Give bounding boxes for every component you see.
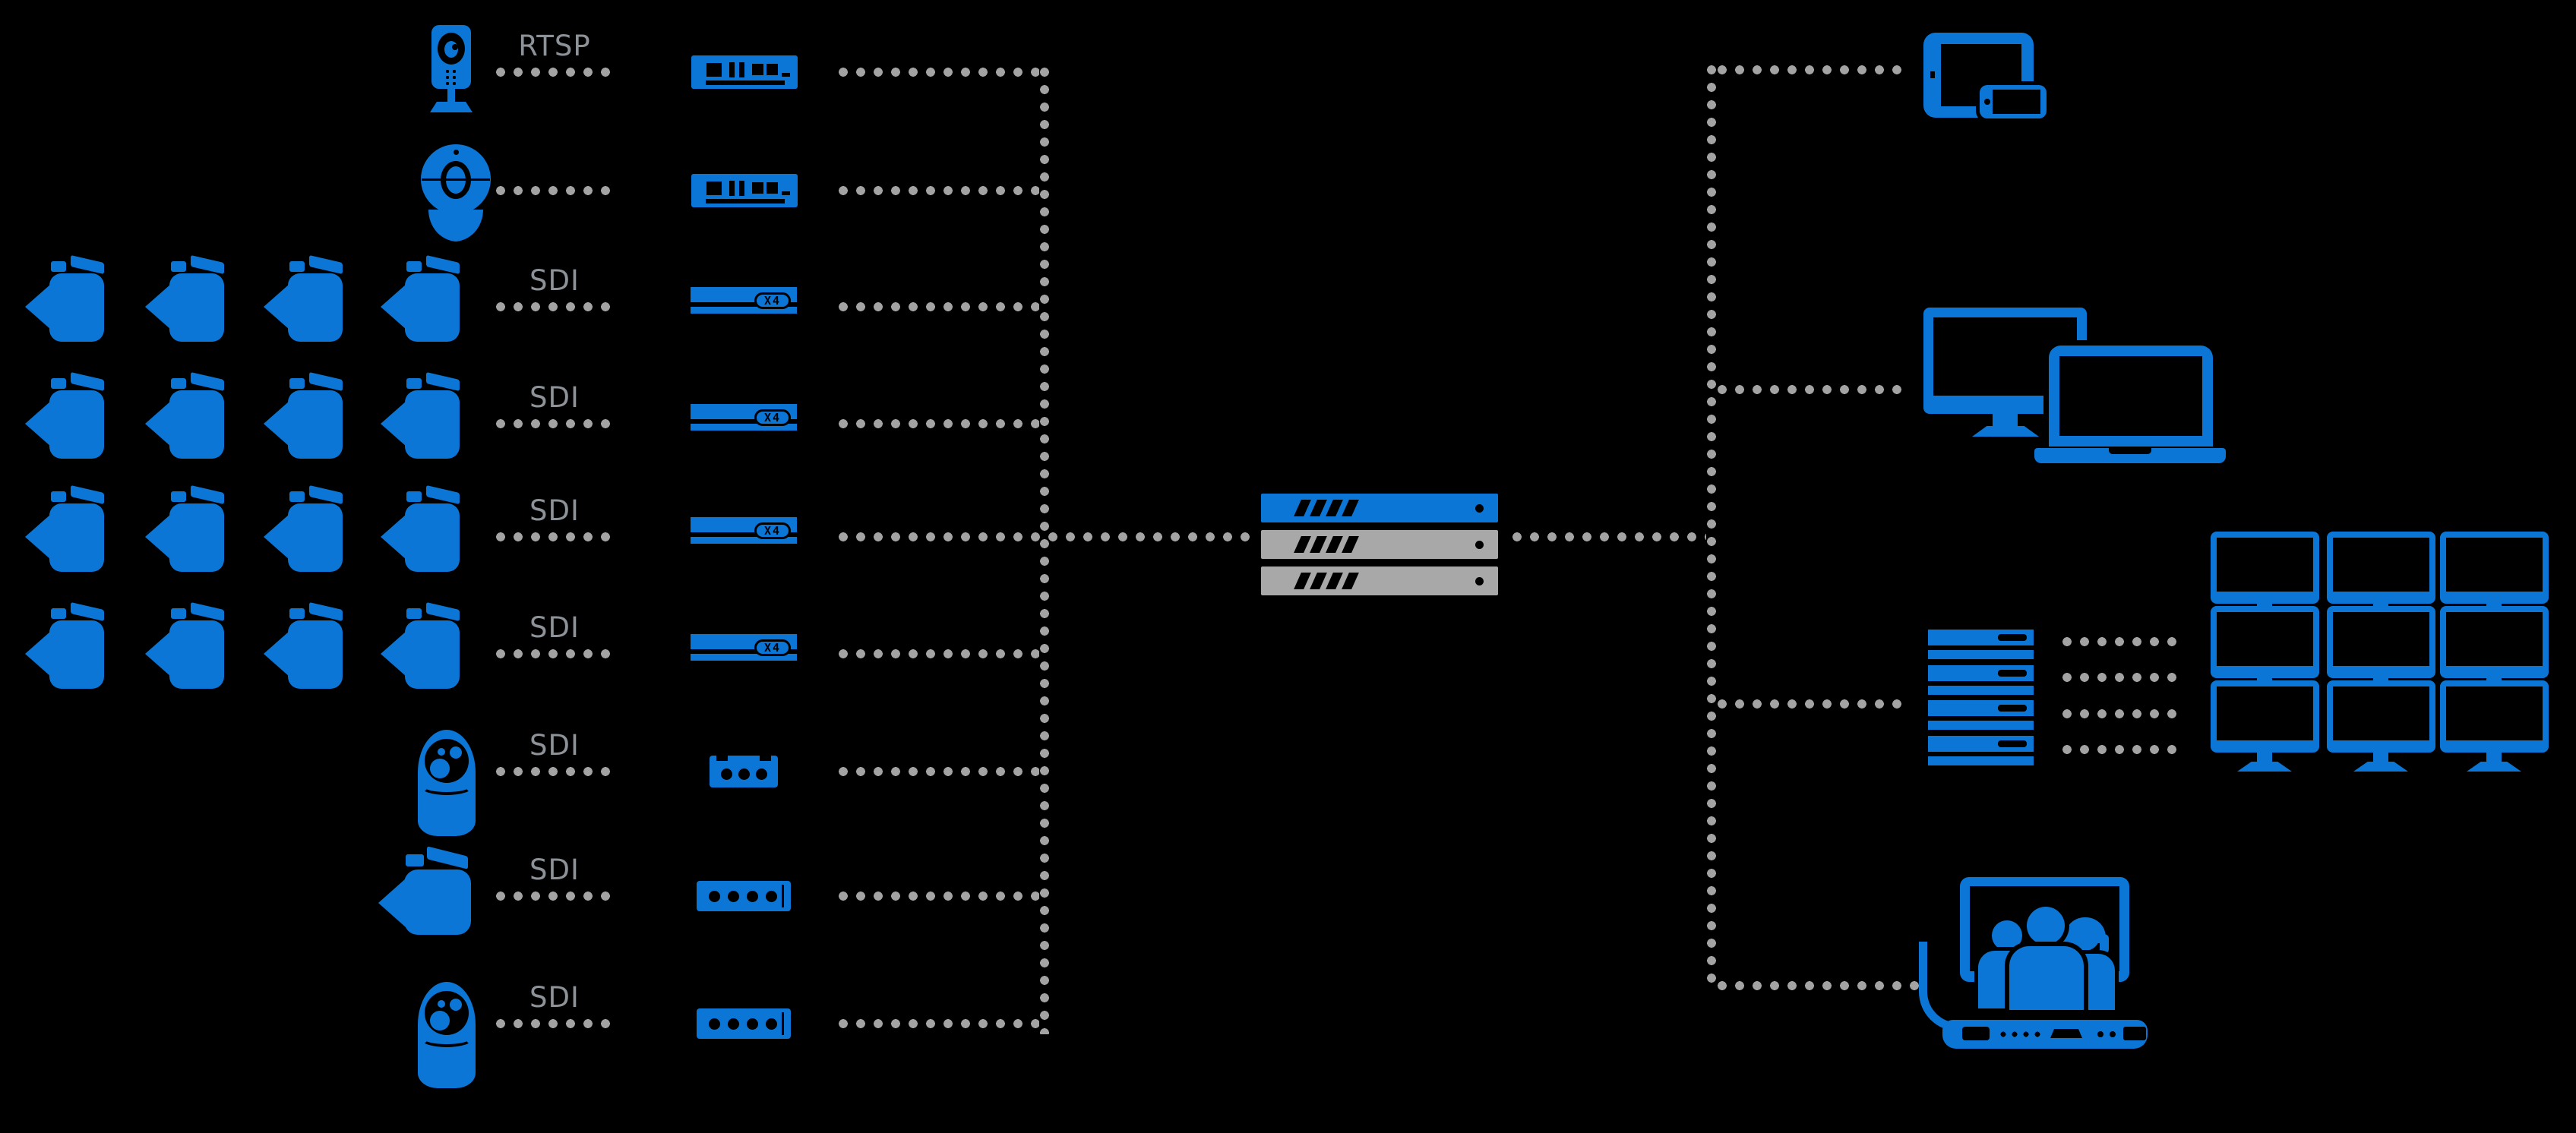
video-camera-icon [25, 601, 124, 699]
x4-badge: X4 [754, 639, 791, 656]
capture-box-icon [697, 1008, 791, 1039]
x4-encoder-icon: X4 [691, 287, 797, 314]
video-camera-icon [264, 254, 362, 352]
participant-body [2009, 946, 2084, 1010]
participant-head [2071, 922, 2100, 951]
wall-monitor [2211, 680, 2319, 753]
webcam-icon [418, 144, 494, 243]
ptz-dome-camera-icon [418, 730, 476, 836]
x4-encoder-icon: X4 [691, 634, 797, 661]
dotted-line [838, 1018, 1039, 1029]
rack-encoder-icon [691, 174, 798, 207]
dotted-line [495, 1018, 614, 1029]
capture-box-icon [697, 881, 791, 911]
screen [1993, 90, 2040, 114]
server-rack-unit [1261, 566, 1498, 595]
dotted-line [1717, 65, 1904, 75]
dotted-line [1717, 699, 1902, 709]
wall-monitor [2440, 606, 2549, 678]
x4-badge: X4 [754, 292, 791, 309]
dotted-line [495, 766, 614, 777]
x4-badge: X4 [754, 409, 791, 426]
dotted-line [2062, 636, 2185, 647]
participant-head [1992, 920, 2022, 951]
tablet-icon [1923, 33, 2034, 118]
ip-camera-icon [419, 25, 483, 119]
phone-icon [1980, 85, 2047, 118]
video-camera-icon [25, 254, 124, 352]
dotted-line [495, 67, 614, 77]
right-trunk-dotted-line [1706, 65, 1717, 991]
wall-monitor [2211, 606, 2319, 678]
x4-encoder-icon: X4 [691, 404, 797, 431]
hair-right [2100, 934, 2109, 954]
dotted-line [495, 301, 614, 312]
video-camera-icon [25, 484, 124, 582]
server-rack-unit-primary [1261, 494, 1498, 522]
protocol-label-sdi: SDI [529, 264, 580, 297]
left-trunk-dotted-line [1039, 67, 1050, 1034]
video-camera-icon [381, 371, 479, 469]
wall-monitor [2211, 532, 2319, 604]
dotted-line [838, 67, 1039, 77]
wall-monitor [2440, 680, 2549, 753]
protocol-label-sdi: SDI [529, 854, 580, 886]
wall-monitor [2440, 532, 2549, 604]
dotted-line-to-server [838, 532, 1258, 542]
dotted-line [495, 418, 614, 429]
conference-cable [1919, 942, 1961, 1031]
home-button [1984, 99, 1990, 105]
dotted-line [838, 418, 1039, 429]
video-camera-icon [381, 601, 479, 699]
participant-head [2027, 907, 2065, 945]
dotted-line [1717, 980, 1925, 991]
conference-codec-unit [1942, 1020, 2148, 1049]
monitor-neck [1993, 412, 2018, 428]
protocol-label-sdi: SDI [529, 729, 580, 762]
camcorder-icon [378, 846, 481, 939]
video-camera-icon [145, 484, 244, 582]
dotted-line [495, 649, 614, 659]
video-camera-icon [145, 601, 244, 699]
server-rack-unit [1261, 530, 1498, 559]
dotted-line-server-to-outputs [1512, 532, 1706, 542]
dotted-line [2062, 744, 2185, 755]
dotted-line [495, 891, 614, 901]
wall-monitor [2327, 532, 2435, 604]
dotted-line [838, 766, 1039, 777]
video-camera-icon [381, 254, 479, 352]
video-camera-icon [145, 371, 244, 469]
video-camera-icon [264, 601, 362, 699]
protocol-label-sdi: SDI [529, 981, 580, 1014]
dotted-line [838, 185, 1039, 196]
wall-monitor [2327, 680, 2435, 753]
laptop-base [2034, 448, 2226, 463]
dotted-line [838, 649, 1039, 659]
video-camera-icon [145, 254, 244, 352]
video-camera-icon [25, 371, 124, 469]
monitor-base [1972, 426, 2039, 437]
video-camera-icon [264, 371, 362, 469]
dotted-line [495, 532, 614, 542]
screen [2059, 356, 2202, 436]
x4-encoder-icon: X4 [691, 517, 797, 544]
video-camera-icon [264, 484, 362, 582]
wall-monitor [2327, 606, 2435, 678]
protocol-label-sdi: SDI [529, 494, 580, 527]
dotted-line [2062, 709, 2185, 719]
rack-encoder-icon [691, 55, 798, 89]
video-camera-icon [381, 484, 479, 582]
x4-badge: X4 [754, 522, 791, 539]
dotted-line [495, 185, 614, 196]
protocol-label-sdi: SDI [529, 381, 580, 414]
dotted-line [2062, 672, 2185, 683]
dotted-line [1717, 384, 1904, 395]
protocol-label-sdi: SDI [529, 611, 580, 644]
dotted-line [838, 891, 1039, 901]
laptop-icon [2049, 346, 2213, 447]
protocol-label-rtsp: RTSP [518, 30, 591, 62]
dotted-line [838, 301, 1039, 312]
capture-box-icon [710, 756, 778, 787]
ptz-dome-camera-icon [418, 982, 476, 1088]
